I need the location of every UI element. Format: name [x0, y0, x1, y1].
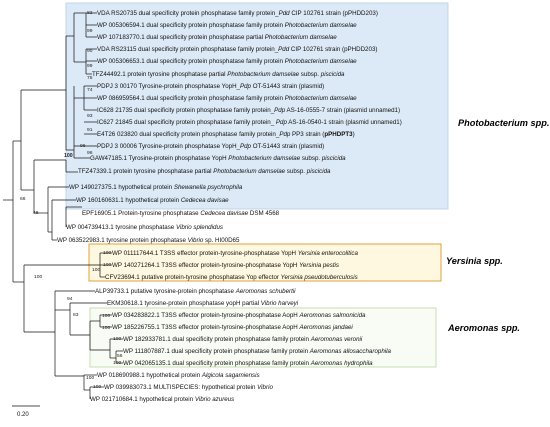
clade-label-yersinia: Yersinia spp. — [446, 256, 503, 266]
tree-annotations: Photobacterium spp. Yersinia spp. Aeromo… — [12, 118, 549, 418]
taxon-label: WP 149027375.1 hypothetical protein Shew… — [69, 184, 243, 191]
bootstrap-value: 100 — [103, 250, 111, 256]
bootstrap-value: 100 — [102, 313, 110, 319]
taxon-label: WP 011117644.1 T3SS effector protein-tyr… — [112, 250, 358, 257]
yersinia-clade-box — [88, 243, 442, 282]
taxon-label: IC627 21845 dual specificity protein pho… — [97, 119, 402, 126]
taxon-label: WP 039983073.1 MULTISPECIES: hypothetica… — [104, 384, 273, 391]
taxon-label: IC628 21735 dual specificity protein pho… — [97, 107, 400, 114]
bootstrap-value: 83 — [73, 312, 79, 318]
taxon-label: VDA RS20735 dual specificity protein pho… — [97, 10, 378, 17]
bootstrap-value: 93 — [87, 113, 93, 119]
taxon-label: WP 160160631.1 hypothetical protein Cede… — [76, 197, 229, 204]
taxon-label: TFZ47339.1 protein tyrosine phosphatase … — [78, 168, 331, 175]
taxon-label: WP 111807887.1 dual specificity protein … — [123, 348, 392, 355]
bootstrap-value: 100 — [64, 153, 73, 159]
taxon-label: WP 021710684.1 hypothetical protein Vibr… — [90, 396, 234, 403]
taxon-label: WP 005306594.1 dual specificity protein … — [97, 22, 357, 29]
bootstrap-value: 100 — [102, 325, 110, 331]
taxon-label: VDA RS23115 dual specificity protein pho… — [97, 46, 377, 53]
bootstrap-value: 100 — [93, 384, 101, 390]
bootstrap-value: 100 — [34, 274, 42, 280]
bootstrap-value: 96 — [80, 143, 86, 149]
taxon-label: WP 182933781.1 dual specificity protein … — [123, 336, 363, 343]
bootstrap-value: 75 — [87, 75, 93, 81]
bootstrap-value: 90 — [87, 48, 93, 54]
clade-label-photobacterium: Photobacterium spp. — [458, 118, 549, 128]
clade-highlight-boxes — [65, 2, 449, 368]
bootstrap-value: 96 — [87, 150, 93, 156]
clade-label-aeromonas: Aeromonas spp. — [447, 323, 520, 333]
bootstrap-value: 91 — [87, 127, 93, 133]
photobacterium-clade-box — [65, 2, 449, 210]
taxon-label: WP 042065135.1 dual specificity protein … — [123, 360, 373, 367]
aeromonas-clade-box — [89, 307, 437, 368]
bootstrap-value: 48 — [33, 210, 39, 216]
bootstrap-values: 8299909975749693919610066481001001001009… — [20, 10, 123, 390]
bootstrap-value: 56 — [117, 353, 123, 359]
taxon-label: ALP39733.1 putative tyrosine-protein pho… — [95, 288, 296, 295]
taxon-label: WP 185226755.1 T3SS effector protein-tyr… — [112, 324, 353, 331]
taxon-label: WP 140271264.1 T3SS effector protein-tyr… — [112, 262, 339, 269]
bootstrap-value: 99 — [87, 28, 93, 34]
taxon-label: WP 086959564.1 dual specificity protein … — [97, 95, 357, 102]
bootstrap-value: 100 — [113, 336, 121, 342]
tree-branches — [3, 12, 123, 399]
bootstrap-value: 100 — [86, 375, 94, 381]
taxon-label: WP 018690988.1 hypothetical protein Algi… — [97, 372, 260, 379]
bootstrap-value: 100 — [103, 262, 111, 268]
taxon-label: TFZ44492.1 protein tyrosine phosphatase … — [92, 71, 345, 78]
taxon-label: CFV23694.1 putative protein-tyrosine pho… — [105, 274, 358, 281]
taxon-label: PDPJ 3 00006 Tyrosine-protein phosphatas… — [97, 143, 324, 150]
taxon-label: E4T26 023820 dual specificity protein ph… — [97, 131, 355, 138]
bootstrap-value: 100 — [92, 267, 100, 273]
scale-bar-label: 0.20 — [17, 412, 29, 418]
taxon-label: WP 005306653.1 dual specificity protein … — [97, 58, 357, 65]
bootstrap-value: 100 — [113, 360, 121, 366]
bootstrap-value: 99 — [87, 63, 93, 69]
taxon-label: WP 004739413.1 tyrosine phosphatase Vibr… — [66, 224, 223, 231]
bootstrap-value: 82 — [87, 10, 93, 16]
taxon-label: WP 107183770.1 dual specificity protein … — [97, 34, 337, 41]
taxon-label: WP 063522983.1 tyrosine protein phosphat… — [57, 237, 240, 244]
taxon-label: GAW47185.1 Tyrosine-protein phosphatase … — [90, 155, 346, 162]
taxon-label: PDPJ 3 00170 Tyrosine-protein phosphatas… — [97, 83, 324, 90]
taxon-label: WP 034283822.1 T3SS effector protein-tyr… — [112, 312, 366, 319]
leaf-labels: VDA RS20735 dual specificity protein pho… — [57, 10, 402, 403]
taxon-label: EKM30618.1 tyrosine-protein phosphatase … — [107, 300, 299, 307]
bootstrap-value: 94 — [67, 296, 73, 302]
bootstrap-value: 74 — [87, 87, 93, 93]
taxon-label: EPF16905.1 Protein-tyrosine phosphatase … — [82, 210, 280, 217]
bootstrap-value: 66 — [20, 196, 26, 202]
